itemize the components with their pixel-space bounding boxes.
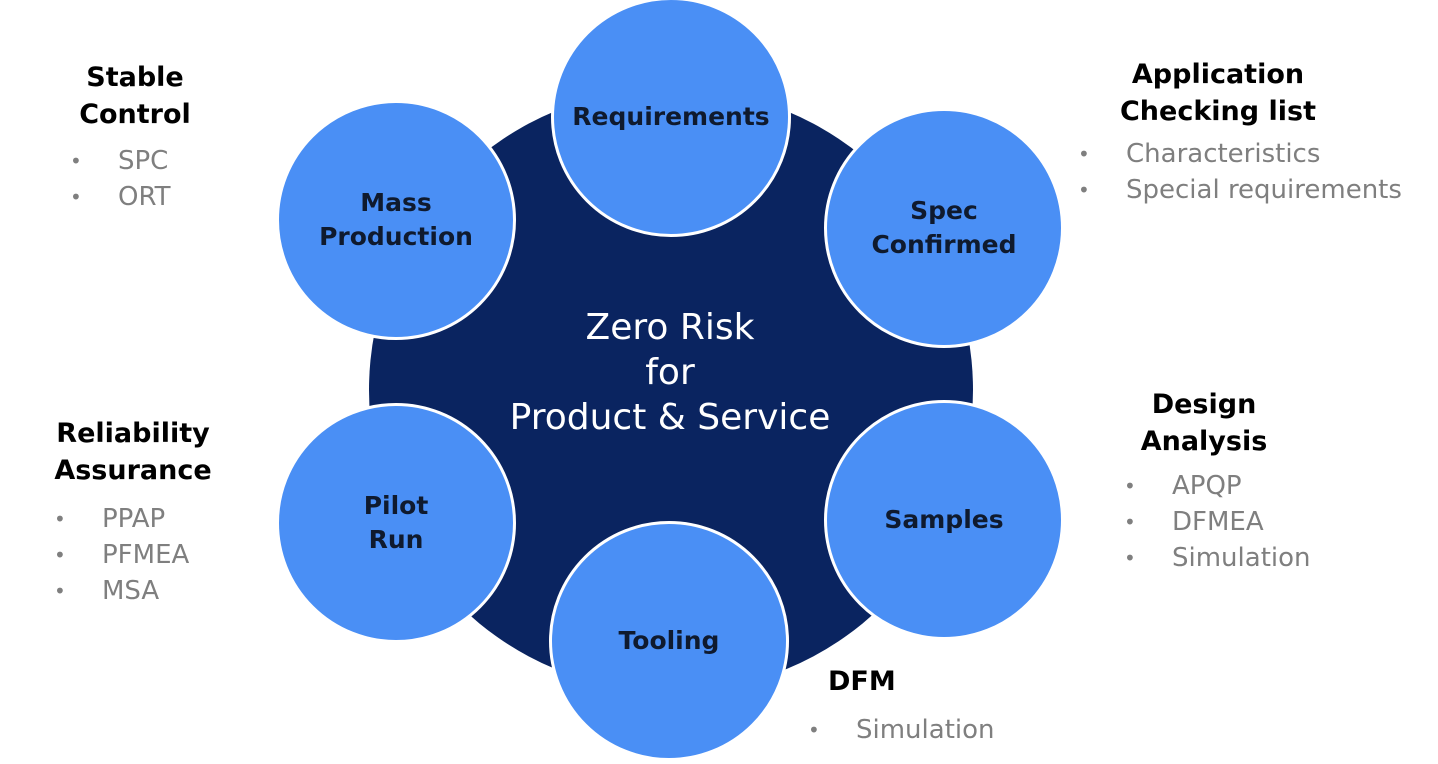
bullet-icon: •: [1124, 474, 1136, 498]
bullet-list: • SPC • ORT: [70, 143, 200, 215]
group-title-line: Application: [1131, 59, 1305, 90]
group-title: Stable Control: [70, 59, 200, 133]
bullet-icon: •: [54, 543, 66, 567]
list-item-label: Special requirements: [1126, 175, 1402, 205]
bullet-list: • PPAP • PFMEA • MSA: [54, 501, 212, 609]
group-title-line: Design: [1151, 389, 1257, 420]
bullet-list: • Characteristics • Special requirements: [1078, 136, 1402, 208]
node-label: Requirements: [572, 102, 770, 131]
group-title-line: DFM: [828, 666, 896, 697]
list-item-label: SPC: [118, 146, 169, 176]
list-item-label: Characteristics: [1126, 139, 1321, 169]
bullet-icon: •: [1124, 510, 1136, 534]
list-item-label: Simulation: [856, 715, 995, 745]
list-item: • Characteristics: [1078, 136, 1402, 172]
list-item: • DFMEA: [1124, 504, 1311, 540]
group-reliability-assurance: Reliability Assurance • PPAP • PFMEA • MSA: [54, 415, 212, 609]
group-application-checking: Application Checking list • Characteristi…: [1078, 56, 1402, 208]
group-title-line: Control: [79, 99, 191, 130]
list-item-label: DFMEA: [1172, 507, 1264, 537]
group-title: Design Analysis: [1124, 386, 1284, 460]
group-title: Application Checking list: [1078, 56, 1358, 130]
node-requirements: Requirements: [551, 0, 791, 237]
center-label-line: Zero Risk: [585, 307, 755, 348]
list-item: • PFMEA: [54, 537, 212, 573]
bullet-icon: •: [54, 579, 66, 603]
bullet-icon: •: [70, 185, 82, 209]
node-tooling: Tooling: [549, 521, 789, 761]
group-stable-control: Stable Control • SPC • ORT: [70, 59, 200, 215]
node-label: Run: [368, 525, 424, 554]
group-title-line: Stable: [86, 62, 184, 93]
node-samples: Samples: [824, 400, 1064, 640]
group-title-line: Reliability: [56, 418, 210, 449]
group-title-line: Analysis: [1140, 426, 1268, 457]
list-item: • PPAP: [54, 501, 212, 537]
group-title: Reliability Assurance: [54, 415, 212, 489]
list-item-label: PFMEA: [102, 540, 190, 570]
list-item-label: PPAP: [102, 504, 166, 534]
node-label: Mass: [360, 188, 432, 217]
group-design-analysis: Design Analysis • APQP • DFMEA • Simulation: [1124, 386, 1311, 576]
bullet-icon: •: [808, 718, 820, 742]
node-label: Pilot: [363, 491, 429, 520]
group-title-line: Assurance: [54, 455, 212, 486]
center-label-line: Product & Service: [509, 397, 831, 438]
node-label: Confirmed: [871, 230, 1017, 259]
node-label: Production: [319, 222, 473, 251]
list-item: • SPC: [70, 143, 200, 179]
node-pilot-run: Pilot Run: [276, 403, 516, 643]
node-label: Tooling: [618, 626, 720, 655]
list-item: • ORT: [70, 179, 200, 215]
group-title: DFM: [828, 663, 896, 700]
bullet-list: • APQP • DFMEA • Simulation: [1124, 468, 1311, 576]
node-label: Samples: [884, 505, 1004, 534]
node-label: Spec: [910, 196, 978, 225]
list-item: • APQP: [1124, 468, 1311, 504]
list-item: • Special requirements: [1078, 172, 1402, 208]
list-item: • Simulation: [1124, 540, 1311, 576]
list-item: • Simulation: [808, 712, 995, 748]
list-item-label: Simulation: [1172, 543, 1311, 573]
bullet-icon: •: [1078, 142, 1090, 166]
center-label: Zero Risk for Product & Service: [470, 305, 870, 440]
list-item: • MSA: [54, 573, 212, 609]
list-item-label: MSA: [102, 576, 160, 606]
center-label-line: for: [645, 352, 695, 393]
node-mass-production: Mass Production: [276, 100, 516, 340]
list-item-label: APQP: [1172, 471, 1242, 501]
list-item-label: ORT: [118, 182, 171, 212]
bullet-icon: •: [54, 507, 66, 531]
group-dfm: DFM • Simulation: [808, 663, 995, 748]
bullet-icon: •: [70, 149, 82, 173]
group-title-line: Checking list: [1119, 96, 1316, 127]
bullet-icon: •: [1078, 178, 1090, 202]
bullet-list: • Simulation: [808, 712, 995, 748]
bullet-icon: •: [1124, 546, 1136, 570]
node-spec-confirmed: Spec Confirmed: [824, 108, 1064, 348]
